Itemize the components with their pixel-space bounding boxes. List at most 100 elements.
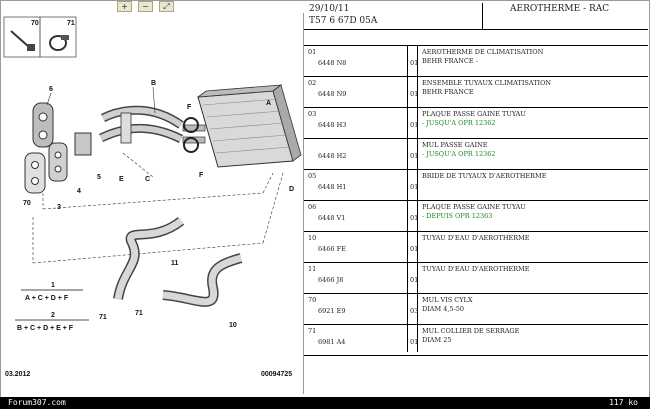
guide-lines [32, 152, 284, 264]
callout-4: 4 [77, 188, 81, 195]
callout-11: 11 [171, 260, 179, 267]
part-note: - JUSQU'A OPR 12362 [422, 150, 496, 158]
part-number: 06 [308, 203, 317, 211]
header-date: 29/10/11 [309, 4, 350, 14]
part-qty: 01 [410, 90, 419, 98]
callout-a: A [266, 100, 271, 107]
thumb-label-71: 71 [67, 20, 75, 27]
part-qty: 01 [410, 59, 419, 67]
part-qty: 01 [410, 214, 419, 222]
part-description: TUYAU D'EAU D'AEROTHERME [422, 265, 530, 273]
parts-list-panel: 29/10/11 T57 6 67D 05A AEROTHERME - RAC … [304, 3, 648, 394]
file-size: 117 ko [609, 398, 638, 407]
part-note: DIAM 25 [422, 336, 452, 344]
part-ref: 6466 J8 [318, 276, 344, 284]
exploded-diagram-panel: 70 71 [3, 13, 304, 394]
part-description: ENSEMBLE TUYAUX CLIMATISATION [422, 79, 552, 87]
zoom-fit-icon[interactable]: ⤢ [159, 1, 174, 12]
thumb-label-70: 70 [31, 20, 39, 27]
part-ref: 6448 N9 [318, 90, 347, 98]
part-qty: 03 [410, 307, 419, 315]
part-note: - DEPUIS OPR 12363 [422, 212, 493, 220]
zoom-in-icon[interactable]: + [117, 1, 132, 12]
part-qty: 01 [410, 276, 419, 284]
part-number: 11 [308, 265, 317, 273]
screw-icon [10, 30, 35, 51]
column-divider-ref [407, 45, 408, 352]
part-description: PLAQUE PASSE GAINE TUYAU [422, 110, 526, 118]
column-divider-qty [417, 45, 418, 352]
part-qty: 01 [410, 245, 419, 253]
thumb-box-71[interactable] [39, 16, 77, 58]
part-qty: 01 [410, 183, 419, 191]
callout-6: 6 [49, 86, 53, 93]
part-number: 71 [308, 327, 317, 335]
part-qty: 01 [410, 152, 419, 160]
part-description: BRIDE DE TUYAUX D'AEROTHERME [422, 172, 547, 180]
callout-f-bottom: F [199, 172, 204, 179]
part-note: BEHR FRANCE - [422, 57, 478, 65]
callout-e: E [119, 176, 124, 183]
callout-d: D [289, 186, 294, 193]
zoom-out-icon[interactable]: − [138, 1, 153, 12]
part-qty: 01 [410, 121, 419, 129]
part-note: BEHR FRANCE [422, 88, 474, 96]
part-description: MUL PASSE GAINE [422, 141, 488, 149]
callout-3: 3 [57, 204, 61, 211]
site-name: Forum307.com [8, 398, 66, 407]
zoom-toolbar: + − ⤢ [117, 1, 174, 13]
callout-f-top: F [187, 104, 192, 111]
part-description: MUL VIS CYLX [422, 296, 473, 304]
header-code: T57 6 67D 05A [309, 16, 378, 26]
part-ref: 6921 E9 [318, 307, 346, 315]
part-ref: 6448 H1 [318, 183, 347, 191]
callout-b: B [151, 80, 156, 87]
part-ref: 6981 A4 [318, 338, 346, 346]
part-description: AEROTHERME DE CLIMATISATION [422, 48, 544, 56]
part-qty: 01 [410, 338, 419, 346]
parts-header: 29/10/11 T57 6 67D 05A AEROTHERME - RAC [304, 3, 648, 30]
part-ref: 6448 H3 [318, 121, 347, 129]
clamp-icon [49, 35, 69, 51]
callout-70: 70 [23, 200, 31, 207]
part-description: MUL COLLIER DE SERRAGE [422, 327, 520, 335]
part-number: 70 [308, 296, 317, 304]
part-description: PLAQUE PASSE GAINE TUYAU [422, 203, 526, 211]
part-ref: 6466 FE [318, 245, 346, 253]
plate-3-drawing [24, 152, 46, 194]
part-number: 01 [308, 48, 317, 56]
part-note: DIAM 4,5-50 [422, 305, 464, 313]
pipe-assembly-drawing [99, 105, 184, 144]
callout-c: C [145, 176, 150, 183]
part-ref: 6448 N8 [318, 59, 347, 67]
part-ref: 6448 V1 [318, 214, 346, 222]
part-number: 10 [308, 234, 317, 242]
callout-71-left: 71 [99, 314, 107, 321]
callout-10: 10 [229, 322, 237, 329]
part-number: 03 [308, 110, 317, 118]
status-bar: Forum307.com 117 ko [0, 397, 650, 409]
diagram-date: 03.2012 [5, 371, 30, 378]
formula-2-num: 2 [51, 312, 55, 319]
header-separator [482, 3, 483, 29]
callout-71-right: 71 [135, 310, 143, 317]
part-number: 02 [308, 79, 317, 87]
part-description: TUYAU D'EAU D'AEROTHERME [422, 234, 530, 242]
heater-core-drawing [182, 84, 302, 168]
formula-1-den: A + C + D + F [25, 295, 69, 302]
diagram-ref: 00094725 [261, 371, 292, 378]
part-ref: 6448 H2 [318, 152, 347, 160]
bracket-6-drawing [32, 102, 54, 148]
